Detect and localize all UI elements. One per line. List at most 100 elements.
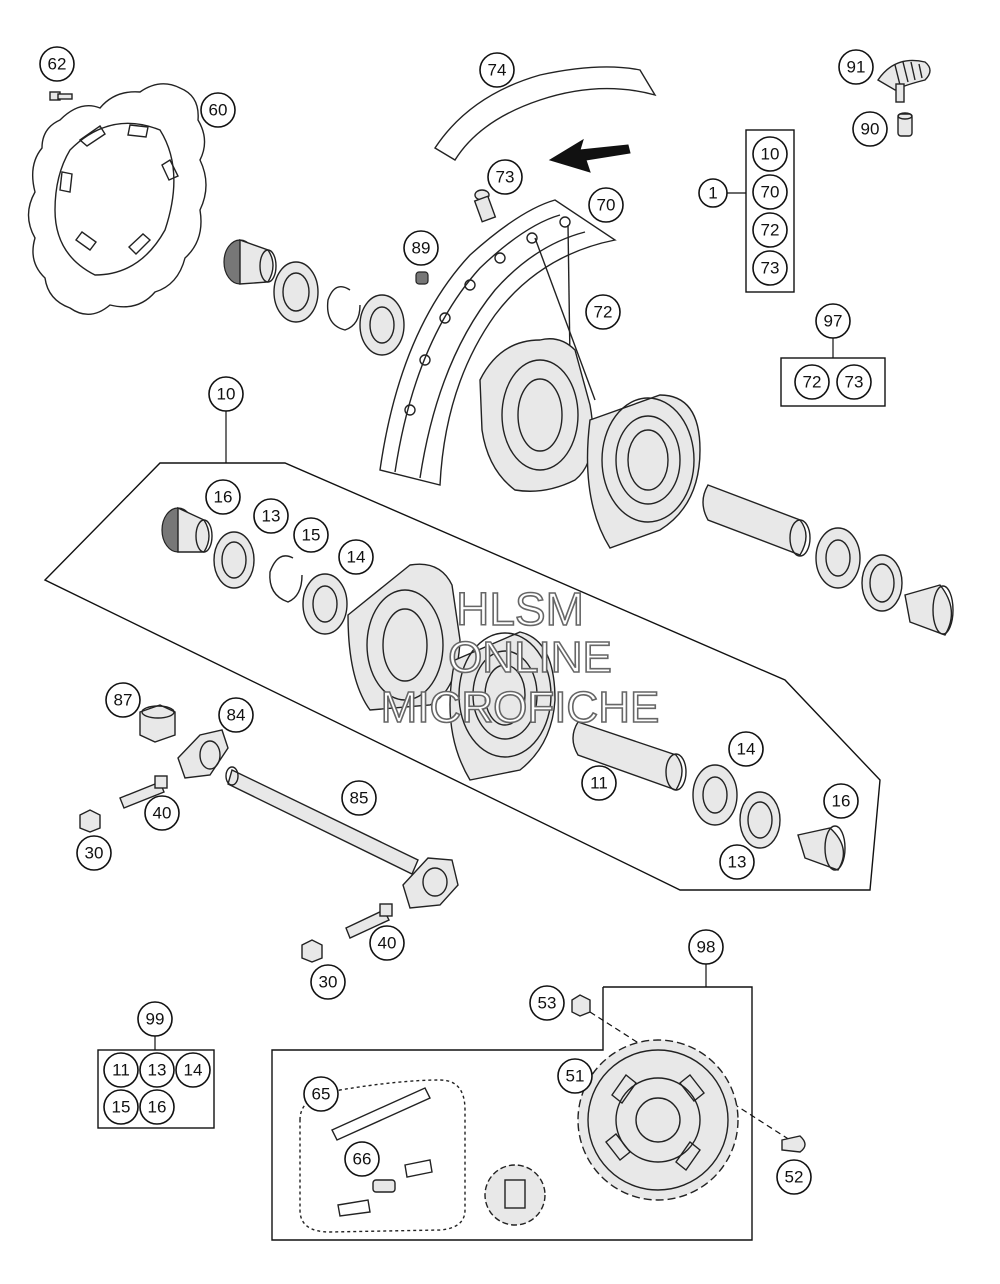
svg-text:13: 13 [262,507,281,526]
bearing-left [302,573,348,635]
callout-90[interactable]: 90 [852,111,888,147]
sprocket-screw [781,1135,806,1153]
upper-left-bearing [359,294,405,356]
callout-72[interactable]: 72 [585,294,621,330]
callout-10[interactable]: 10 [208,376,244,412]
callout-53[interactable]: 53 [529,985,565,1021]
engine-sprocket [484,1164,546,1226]
callout-16-left[interactable]: 16 [205,479,241,515]
distance-bushing-left [161,506,213,553]
svg-text:90: 90 [861,120,880,139]
svg-text:40: 40 [378,934,397,953]
callout-84[interactable]: 84 [218,697,254,733]
callout-30-left[interactable]: 30 [76,835,112,871]
callout-16-right[interactable]: 16 [823,783,859,819]
sprocket-kit-group-outline [271,986,753,1241]
callout-set-10[interactable]: 10 [752,136,788,172]
callout-99-16[interactable]: 16 [139,1089,175,1125]
callout-40-left[interactable]: 40 [144,795,180,831]
shaft-seal-right [739,791,781,849]
callout-73[interactable]: 73 [487,159,523,195]
brake-disc [27,83,207,315]
callout-89[interactable]: 89 [403,230,439,266]
callout-1[interactable]: 1 [698,178,728,208]
svg-text:99: 99 [146,1010,165,1029]
svg-text:53: 53 [538,994,557,1013]
callout-70[interactable]: 70 [588,187,624,223]
chain-connecting-link [372,1179,396,1193]
rim-lock [877,59,931,103]
svg-text:72: 72 [803,373,822,392]
chain-adjuster-right [402,857,459,909]
callout-62[interactable]: 62 [39,46,75,82]
callout-30-right[interactable]: 30 [310,964,346,1000]
svg-text:91: 91 [847,58,866,77]
callout-set-73[interactable]: 73 [752,250,788,286]
rim [379,199,617,486]
upper-left-seal [273,261,319,323]
svg-text:15: 15 [302,526,321,545]
callout-98[interactable]: 98 [688,929,724,965]
callout-87[interactable]: 87 [105,682,141,718]
shaft-seal-left [213,531,255,589]
svg-text:13: 13 [148,1061,167,1080]
callout-51[interactable]: 51 [557,1058,593,1094]
svg-text:52: 52 [785,1168,804,1187]
callout-85[interactable]: 85 [341,780,377,816]
adjusting-screw-left [119,775,168,809]
svg-text:10: 10 [217,385,236,404]
callout-11[interactable]: 11 [581,765,617,801]
spoke [534,224,596,401]
callout-99-13[interactable]: 13 [139,1052,175,1088]
callout-52[interactable]: 52 [776,1159,812,1195]
callout-14-left[interactable]: 14 [338,539,374,575]
svg-text:73: 73 [845,373,864,392]
hub-spacer-sleeve [572,721,687,791]
circlip [269,555,303,603]
callout-99[interactable]: 99 [137,1001,173,1037]
sprocket-bolt-nut [571,994,591,1017]
spoke-nipple [473,189,497,223]
brake-disc-bolt [49,91,73,101]
distance-bushing-right [797,825,846,871]
callout-13-left[interactable]: 13 [253,498,289,534]
hex-nut-right [301,939,323,963]
svg-text:89: 89 [412,239,431,258]
callout-99-15[interactable]: 15 [103,1089,139,1125]
callout-97-72[interactable]: 72 [794,364,830,400]
callout-99-11[interactable]: 11 [103,1052,139,1088]
svg-text:16: 16 [832,792,851,811]
set-1-box [745,129,795,293]
axle-nut [139,704,176,743]
callout-set-72[interactable]: 72 [752,212,788,248]
rear-sprocket [577,1039,739,1201]
callout-65[interactable]: 65 [303,1076,339,1112]
callout-set-70[interactable]: 70 [752,174,788,210]
callout-40-right[interactable]: 40 [369,925,405,961]
chain-adjuster-left [177,729,229,779]
rim-lock-part [415,271,429,285]
callout-91[interactable]: 91 [838,49,874,85]
tire [434,66,657,161]
callout-66[interactable]: 66 [344,1141,380,1177]
svg-text:11: 11 [590,774,608,793]
callout-74[interactable]: 74 [479,52,515,88]
upper-left-circlip [326,286,361,331]
callout-15[interactable]: 15 [293,517,329,553]
svg-text:13: 13 [728,853,747,872]
svg-text:14: 14 [347,548,366,567]
callout-14-right[interactable]: 14 [728,731,764,767]
svg-text:16: 16 [214,488,233,507]
watermark-line-2: ONLINE [448,633,612,682]
callout-99-14[interactable]: 14 [175,1052,211,1088]
callout-13-right[interactable]: 13 [719,844,755,880]
adjusting-screw-right [345,903,393,939]
svg-text:70: 70 [761,183,780,202]
callout-97-73[interactable]: 73 [836,364,872,400]
callout-97[interactable]: 97 [815,303,851,339]
callout-60[interactable]: 60 [200,92,236,128]
upper-right-seal [861,554,903,612]
chain [299,1079,466,1233]
hex-nut-left [79,809,101,833]
